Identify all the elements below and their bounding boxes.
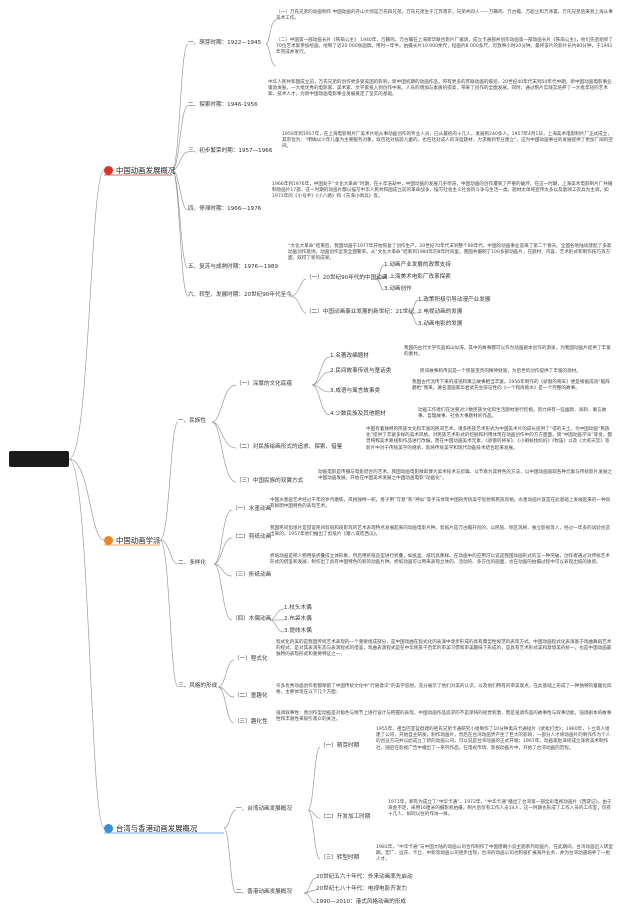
text-taiwan-transition: 1983年，“中华卡通”与中国大陆的动画公司合作制作了中国唐朝小说主题系列动画片… <box>376 845 613 863</box>
node-stagnation-period[interactable]: 四、停滞时期：1966—1976 <box>188 206 262 212</box>
leaf-policy-guide[interactable]: 1.政策积极引导动漫产业发展 <box>418 297 491 303</box>
node-diversity[interactable]: 二、多样化 <box>178 560 206 566</box>
branch-label: 中国动画发展概况 <box>116 166 176 175</box>
text-taiwan-sprout: 1955年，祖当巴亚蓝倡建的祖氏兄弟卡通研究小组制作了10分钟黑白卡通短片《武松… <box>376 727 611 751</box>
node-national-painting[interactable]: （二）对民族绘画形式的追求、探索、借鉴 <box>236 444 343 450</box>
node-hongkong[interactable]: 二、香港动画发展概况 <box>236 889 292 895</box>
node-fun[interactable]: （三）趣化性 <box>234 719 268 725</box>
text-national-painting: 中国有着独特的民族文化和丰富的民间艺术，诸多民族艺术形式为中国美术片的成长提供了… <box>366 427 613 451</box>
node-childlike[interactable]: （二）童趣化 <box>234 693 268 699</box>
leaf-hk-1990-2010[interactable]: 1990—2010：港式风格动画的形成 <box>316 899 407 905</box>
node-exploration-period[interactable]: 二、探索时期：1946-1956 <box>188 102 258 108</box>
branch-number-2-icon <box>104 536 113 545</box>
node-puppet[interactable]: （四）木偶动画 <box>232 616 272 622</box>
node-early-prosperity[interactable]: 三、初步繁荣时期：1957—1966 <box>188 148 273 154</box>
text-taiwan-processing: 1971年，郑有为成立了“中华卡通”。1972年，“中华卡通”播出了台湾第一部全… <box>388 800 612 818</box>
text-princess-iron-fan: （二）中国第一部动画长片《铁扇公主》 1940年，万籁鸣、万古蟾在上海新华联合影… <box>276 38 614 56</box>
leaf-hk-7080s[interactable]: 20世纪七八十年代：电视电影齐发力 <box>316 886 408 892</box>
text-paper-cut: 我国民间剪纸片是借鉴民间剪纸和皮影戏的艺术表现特点发展起来的动画电影片种。剪纸片… <box>270 526 610 538</box>
leaf-glove-puppet[interactable]: 2.布袋木偶 <box>284 616 312 622</box>
text-ethnic-themes: 动画工作者们在注重对少数民族文化和生活题材进行挖掘。努力将有一些幽默、讽刺、寓言… <box>418 408 607 420</box>
node-stylization[interactable]: （一）程式化 <box>234 656 268 662</box>
branch-label: 台湾与香港动画发展概况 <box>116 824 198 833</box>
node-1990s[interactable]: （一）20世纪90年代的中国动画 <box>306 275 388 281</box>
node-sprout-period[interactable]: 一、萌芽时期：1922—1945 <box>188 40 262 46</box>
leaf-tv-animation[interactable]: 2.电视动画的发展 <box>418 309 463 315</box>
node-taiwan-transition[interactable]: （三）转型时期 <box>320 855 360 861</box>
text-folk-tales: 民间故事和传说是一个民族宝贵的精神财富，为后世的创作提供了丰富的源材。 <box>420 369 581 374</box>
leaf-rod-puppet[interactable]: 1.杖头木偶 <box>284 605 312 611</box>
text-origami: 折纸动画是把人物用纸折叠成立体形象，然后用折纸造型进行折叠，如纸盒、纸玩具那样。… <box>270 554 610 566</box>
leaf-hk-5060s[interactable]: 20世纪五六十年代：外来动画率先启动 <box>316 874 413 880</box>
node-dual-wings[interactable]: （三）中国民族的双翼方式 <box>236 478 304 484</box>
root-node <box>9 451 69 467</box>
branch-number-3-icon <box>104 824 113 833</box>
leaf-animation-creation[interactable]: 3.动画创作 <box>384 286 412 292</box>
text-dual-wings: 动画电影是传播与电影结合的艺术。我国动画电影散取博大美术技术与剪辑、以节奏为其特… <box>318 470 613 482</box>
node-taiwan-sprout[interactable]: （一）萌芽时期 <box>320 743 360 749</box>
text-idioms-fables: 我国古代流传下来的成语和寓言故事相当丰富。1956年制作的《骄傲的将军》便是根据… <box>412 380 610 392</box>
leaf-shanghai-reform[interactable]: 2.上海美术电影厂改革探索 <box>384 274 451 280</box>
node-cultural-heritage[interactable]: （一）深厚的文化底蕴 <box>236 381 292 387</box>
leaf-animated-film[interactable]: 3.动画电影的发展 <box>418 321 463 327</box>
branch-number-1-icon <box>104 166 113 175</box>
text-early-prosperity: 1950年到1957年，在上海电影制片厂美术片组从事动画创作的专业人员，已从最初… <box>282 132 613 150</box>
branch-label: 中国动画学派 <box>116 536 161 545</box>
leaf-classics[interactable]: 1.名著改编题材 <box>330 353 369 359</box>
text-ink-animation: 中国水墨画艺术经过千年的岁月磨练，风格独特一帜，善于用“写意”和“神似”等手法体… <box>270 498 611 510</box>
branch-china-school[interactable]: 中国动画学派 <box>104 535 160 546</box>
branch-taiwan-hongkong[interactable]: 台湾与香港动画发展概况 <box>104 823 197 834</box>
text-fun: 强调叙事性：善创作型动画是对角色与情节上进行设计与把握的表现，中国动画作品追求的… <box>276 711 612 723</box>
leaf-idioms-fables[interactable]: 3.成语与寓言故事类 <box>330 388 381 394</box>
node-origami[interactable]: （三）折纸动画 <box>232 572 272 578</box>
node-ink-animation[interactable]: （一）水墨动画 <box>232 506 272 512</box>
text-stylization: 程式化的美的是我国传统艺术表现的一个重要组成部分，是中国戏曲在程式化的表演中逐步… <box>276 640 612 658</box>
node-nationality[interactable]: 一、民族性 <box>178 418 206 424</box>
node-recovery-period[interactable]: 五、复苏与成熟时期：1976—1989 <box>188 264 279 270</box>
node-paper-cut[interactable]: （二）剪纸动画 <box>232 534 272 540</box>
node-taiwan[interactable]: 一、台湾动画发展概况 <box>236 806 292 812</box>
node-21st-century[interactable]: （二）中国动画事业发展的新世纪：21世纪 <box>306 309 414 315</box>
node-taiwan-processing[interactable]: （二）开发加工时期 <box>320 814 371 820</box>
text-stagnation: 1966年到1976年，中国处于“文化大革命”时期，在十年浩劫中，中国动画的发展… <box>272 182 613 200</box>
node-style-formation[interactable]: 三、风格的形成 <box>178 683 218 689</box>
leaf-marionette[interactable]: 3.提线木偶 <box>284 628 312 634</box>
text-classics: 我国的古代文学作品如山似海，其中的故事都可以作为动画剧本创作的源泉。为我国动画片… <box>404 346 611 358</box>
text-exploration: 中华人民共和国成立前，万氏兄弟的创作更多受美国的影响，新中国初期的动画作品，带有… <box>268 80 612 98</box>
leaf-ethnic-themes[interactable]: 4.少数民族及其他题材 <box>330 411 386 417</box>
branch-china-overview[interactable]: 中国动画发展概况 <box>104 165 175 176</box>
leaf-policy-support[interactable]: 1.动画产业发展的政策支持 <box>384 262 451 268</box>
node-transition-period[interactable]: 六、转型、发展时期：20世纪90年代至今 <box>188 292 292 298</box>
text-wan-brothers: （一）万氏兄弟的动画制作 中国动画的开山大师是万氏四兄弟。万氏兄弟生于江苏南京，… <box>276 10 613 22</box>
text-recovery: “文化大革命”结束后，我国动画于1977年开始恢复了创作生产。20世纪70年代末… <box>288 244 612 262</box>
text-childlike: 许多优秀动画创作者都保留了中国传统文化中“行随意识”的美学思想。充分展示了他们对… <box>276 684 612 696</box>
leaf-folk-tales[interactable]: 2.民间故事传说与童话类 <box>330 368 392 374</box>
